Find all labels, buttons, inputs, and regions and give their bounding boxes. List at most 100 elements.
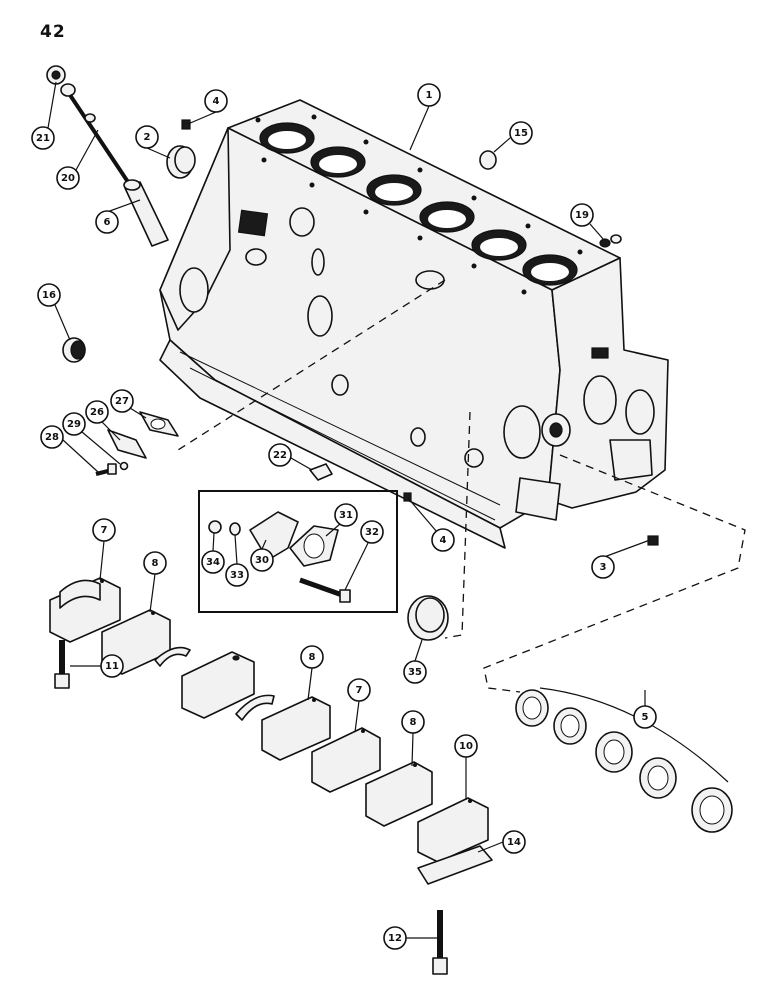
callout-22: 22: [268, 443, 292, 467]
part-6-tube: [123, 179, 169, 247]
callout-label: 33: [230, 570, 244, 581]
part-22-fitting: [309, 463, 333, 481]
callout-label: 6: [104, 217, 111, 228]
bearing-cap-center: [181, 651, 255, 719]
callout-label: 31: [339, 510, 353, 521]
callout-27: 27: [110, 389, 134, 413]
callout-label: 8: [410, 717, 417, 728]
callout-label: 4: [213, 96, 220, 107]
callout-label: 27: [115, 396, 129, 407]
part-16-plug: [62, 337, 86, 363]
callout-14: 14: [502, 830, 526, 854]
callout-label: 30: [255, 555, 269, 566]
cylinder-block: [159, 99, 669, 549]
part-33-washer: [229, 522, 241, 536]
part-15-plug: [479, 150, 497, 170]
part-34-nut: [208, 520, 222, 534]
bearing-cap-7b: [311, 727, 381, 793]
callout-15: 15: [509, 121, 533, 145]
callout-8: 8: [143, 551, 167, 575]
part-20-dipstick: [68, 93, 134, 190]
callout-11: 11: [100, 654, 124, 678]
callout-33: 33: [225, 563, 249, 587]
callout-label: 3: [600, 562, 607, 573]
callout-label: 7: [356, 685, 363, 696]
callout-26: 26: [85, 400, 109, 424]
callout-label: 10: [459, 741, 473, 752]
callout-label: 4: [440, 535, 447, 546]
callout-label: 5: [642, 712, 649, 723]
part-4-plug-top: [181, 119, 191, 130]
callout-label: 12: [388, 933, 402, 944]
callout-label: 28: [45, 432, 59, 443]
callout-3: 3: [591, 555, 615, 579]
thrust-washer-b: [235, 694, 275, 721]
part-12-bolt: [432, 910, 448, 975]
callout-leader-lines: [47, 81, 651, 939]
callout-1: 1: [417, 83, 441, 107]
callout-5: 5: [633, 705, 657, 729]
callout-2: 2: [135, 125, 159, 149]
callout-label: 35: [408, 667, 422, 678]
callout-label: 26: [90, 407, 104, 418]
callout-label: 32: [365, 527, 379, 538]
callout-7: 7: [347, 678, 371, 702]
callout-label: 21: [36, 133, 50, 144]
callout-label: 19: [575, 210, 589, 221]
callout-19: 19: [570, 203, 594, 227]
callout-label: 8: [309, 652, 316, 663]
callout-label: 20: [61, 173, 75, 184]
callout-label: 8: [152, 558, 159, 569]
part-19-fitting: [599, 234, 622, 248]
callout-label: 7: [101, 525, 108, 536]
callout-label: 2: [144, 132, 151, 143]
part-29-washer: [119, 461, 129, 471]
callout-markers: 1234456778881011121415161920212226272829…: [31, 83, 657, 950]
callout-16: 16: [37, 283, 61, 307]
part-32-bolt: [299, 577, 351, 603]
callout-7: 7: [92, 518, 116, 542]
callout-label: 1: [426, 90, 433, 101]
cylinder-bores: [259, 122, 578, 286]
callout-28: 28: [40, 425, 64, 449]
callout-label: 15: [514, 128, 528, 139]
callout-6: 6: [95, 210, 119, 234]
callout-label: 29: [67, 419, 81, 430]
callout-20: 20: [56, 166, 80, 190]
inset-box: [198, 490, 398, 613]
callout-34: 34: [201, 550, 225, 574]
callout-12: 12: [383, 926, 407, 950]
callout-label: 34: [206, 557, 220, 568]
part-2-plug: [166, 145, 196, 179]
callout-29: 29: [62, 412, 86, 436]
bearing-cap-8c: [365, 761, 433, 827]
bearing-cap-7a: [49, 577, 121, 643]
callout-label: 14: [507, 837, 521, 848]
callout-21: 21: [31, 126, 55, 150]
part-35-plug: [407, 595, 449, 641]
cam-bearings: [515, 689, 733, 833]
thrust-washer-a: [154, 646, 191, 667]
bearing-caps: [49, 577, 489, 863]
part-21-cap: [46, 65, 76, 97]
callout-30: 30: [250, 548, 274, 572]
callout-8: 8: [300, 645, 324, 669]
bearing-cap-10: [417, 797, 489, 863]
part-27-gasket: [139, 411, 179, 437]
bearing-cap-8b: [261, 696, 331, 761]
callout-4: 4: [431, 528, 455, 552]
callout-35: 35: [403, 660, 427, 684]
callout-10: 10: [454, 734, 478, 758]
part-4-plug-bottom: [403, 492, 412, 502]
dashed-leaders: [177, 279, 746, 693]
part-14-lock-plate: [417, 845, 493, 885]
part-28-bolt: [95, 463, 117, 476]
callout-32: 32: [360, 520, 384, 544]
page-number: 42: [40, 22, 66, 42]
callout-label: 16: [42, 290, 56, 301]
callout-label: 11: [105, 661, 119, 672]
callout-4: 4: [204, 89, 228, 113]
callout-label: 22: [273, 450, 287, 461]
